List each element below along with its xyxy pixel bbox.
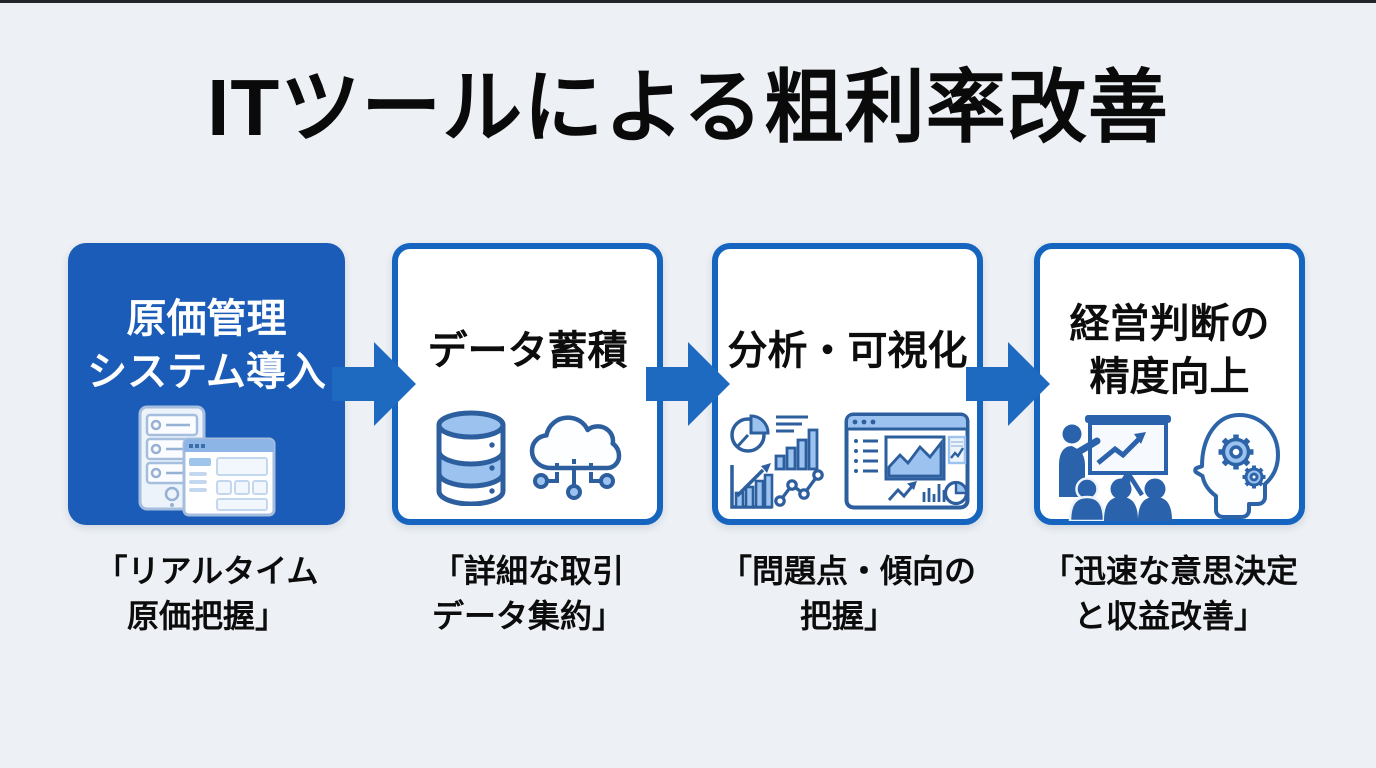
cloud-network-icon [529,415,621,500]
page-title: ITツールによる粗利率改善 [207,63,1169,152]
charts-icon [729,414,824,509]
step-label: 分析・可視化 [727,328,968,373]
step-icons [137,405,277,517]
step-box-cost-system: 原価管理 システム導入 [68,243,345,525]
step-label: 経営判断の 精度向上 [1069,302,1270,399]
step-icons [726,409,970,513]
step-caption: 「詳細な取引 データ集約」 [431,553,624,635]
step-caption: 「リアルタイム 原価把握」 [95,553,319,635]
top-strip [0,0,1376,3]
server-rack-dashboard-icon [138,405,275,517]
step-icons [1057,409,1283,521]
step-label: 原価管理 システム導入 [87,297,326,394]
analytics-dashboard-icon [844,412,969,510]
step-box-decision-accuracy: 経営判断の 精度向上 [1034,243,1305,525]
step-label: データ蓄積 [427,328,628,373]
step-caption: 「問題点・傾向の 把握」 [719,553,976,635]
presentation-icon [1058,415,1172,521]
step-icons [432,409,624,507]
step-box-analysis-visualization: 分析・可視化 [712,243,983,525]
step-box-data-accumulation: データ蓄積 [392,243,663,525]
flow-arrow-icon [332,342,416,426]
head-gears-icon [1192,413,1280,519]
step-caption: 「迅速な意思決定 と収益改善」 [1041,553,1298,635]
flow-arrow-icon [966,342,1050,426]
database-icon [436,410,505,506]
flow-arrow-icon [646,342,730,426]
